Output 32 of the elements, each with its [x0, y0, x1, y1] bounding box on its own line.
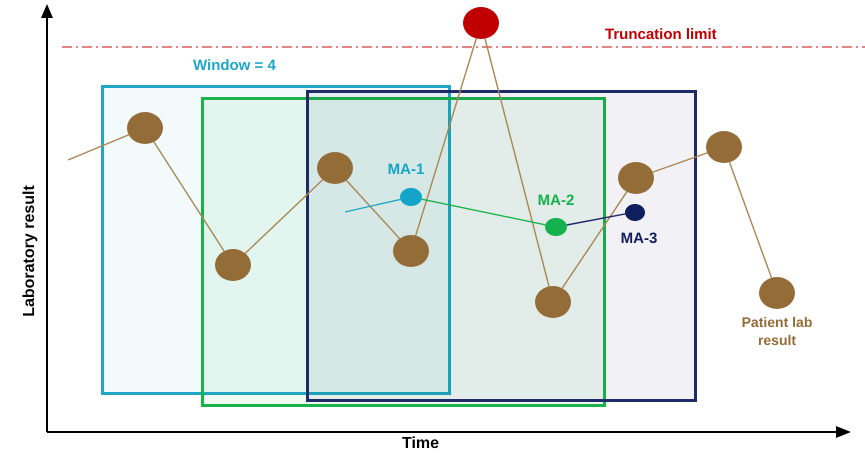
connector-line — [346, 180, 400, 240]
connector-line — [728, 162, 772, 278]
data-point — [759, 277, 795, 309]
connector-line — [244, 179, 324, 254]
data-point — [706, 131, 742, 163]
connector-line — [484, 38, 550, 287]
data-point — [127, 112, 163, 144]
point-label: Patient lab result — [740, 313, 814, 350]
connector-line — [415, 38, 477, 236]
data-point — [545, 218, 567, 236]
data-point — [393, 235, 429, 267]
point-label: MA-1 — [386, 160, 426, 180]
data-point — [215, 249, 251, 281]
connector-line — [153, 142, 225, 252]
axis-title: Laboratory result — [20, 185, 39, 317]
connector-line — [422, 198, 546, 226]
connector-line — [68, 134, 129, 161]
point-label: MA-3 — [620, 229, 658, 248]
data-point — [618, 162, 654, 194]
data-point — [400, 188, 422, 206]
connector-line — [344, 198, 401, 213]
data-point — [535, 286, 571, 318]
data-point — [463, 7, 499, 39]
connector-line — [566, 213, 626, 226]
window-label: Window = 4 — [193, 57, 276, 74]
axis-title: Time — [402, 435, 440, 453]
connector-line — [562, 191, 628, 289]
point-label: MA-2 — [536, 191, 576, 210]
connector-line — [652, 152, 708, 173]
data-point — [317, 152, 353, 184]
data-point — [625, 204, 645, 220]
limit-label: Truncation limit — [605, 26, 717, 43]
